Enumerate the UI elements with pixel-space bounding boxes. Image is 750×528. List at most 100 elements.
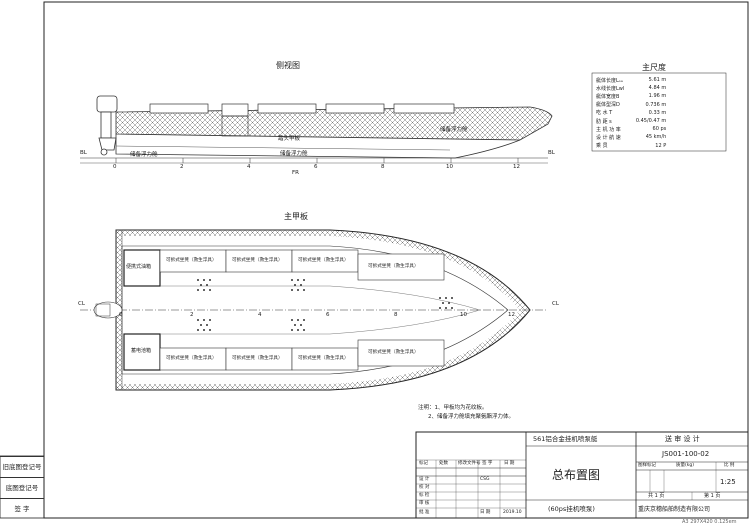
scale-value: 1:25 xyxy=(720,478,736,486)
outboard-motor xyxy=(96,95,118,156)
seat-top-4: 可拆式坐凳（救生浮具） xyxy=(368,264,419,269)
note-line-1: 注明：1、甲板均为花纹板。 xyxy=(418,405,488,411)
dim-label: 艇体型深D xyxy=(596,102,620,109)
station-unit-label: FR xyxy=(292,170,299,176)
dim-label: 水线长度Lwl xyxy=(596,85,625,92)
stage-mark-label: 图样标记 xyxy=(638,463,656,468)
mass-label: 质量(kg) xyxy=(676,463,694,468)
design-code: CSG xyxy=(480,477,490,482)
dim-row: 肋 距 s 0.45/0.47 m xyxy=(594,117,668,125)
buoyancy-label-3: 储备浮力舱 xyxy=(280,151,308,157)
date-label: 日 期 xyxy=(480,510,491,515)
battery-box xyxy=(123,333,161,371)
side-view-title: 侧视图 xyxy=(276,61,300,70)
dim-label: 艇体宽度B xyxy=(596,93,620,100)
deck-board-label: 踏头甲板 xyxy=(278,136,301,142)
dim-value: 5.61 m xyxy=(648,77,667,84)
role-check: 校 对 xyxy=(419,485,430,490)
buoyancy-label-2: 储备浮力舱 xyxy=(130,152,158,158)
dim-label: 设 计 航 速 xyxy=(596,134,621,141)
drawing-title: 总布置图 xyxy=(552,468,601,482)
cl-right-label: CL xyxy=(552,301,559,307)
design-stage: 送 审 设 计 xyxy=(665,435,700,443)
side-station-2: 2 xyxy=(180,164,184,170)
dim-row: 艇体宽度B 1.96 m xyxy=(594,92,668,100)
fuel-tank-label: 便携式油箱 xyxy=(126,264,152,270)
role-standard: 标 检 xyxy=(419,493,430,498)
dim-value: 60 ps xyxy=(652,126,667,133)
side-station-12: 12 xyxy=(513,164,520,170)
deck-station-2: 2 xyxy=(190,312,194,318)
cl-left-label: CL xyxy=(78,301,85,307)
dim-value: 1.96 m xyxy=(648,93,667,100)
role-design: 设 计 xyxy=(419,477,430,482)
dim-row: 艇体长度Lₒₐ 5.61 m xyxy=(594,76,668,84)
fuel-tank xyxy=(123,249,161,287)
side-station-8: 8 xyxy=(381,164,385,170)
deck-station-12: 12 xyxy=(508,312,515,318)
bl-right-label: BL xyxy=(548,150,555,156)
dim-row: 吃 水 T 0.33 m xyxy=(594,109,668,117)
stamp-register: 底图登记号 xyxy=(0,477,44,498)
deck-station-8: 8 xyxy=(394,312,398,318)
dim-row: 乘 员 12 P xyxy=(594,142,668,150)
side-station-0: 0 xyxy=(113,164,117,170)
buoyancy-label-1: 储备浮力舱 xyxy=(440,127,468,133)
stamp-old-register: 旧底图登记号 xyxy=(0,456,44,477)
deck-station-6: 6 xyxy=(326,312,330,318)
bl-left-label: BL xyxy=(80,150,87,156)
dim-value: 4.84 m xyxy=(648,85,667,92)
company-name: 重庆京穗船舶制造有限公司 xyxy=(638,506,711,513)
dim-row: 艇体型深D 0.736 m xyxy=(594,101,668,109)
sheet-size-label: A3 297X420 0.125em xyxy=(682,519,737,525)
dim-row: 设 计 航 速 45 km/h xyxy=(594,133,668,141)
drain-dots xyxy=(197,279,453,331)
battery-box-label: 蓄电池箱 xyxy=(131,348,152,354)
dim-label: 吃 水 T xyxy=(596,110,613,117)
side-station-4: 4 xyxy=(247,164,251,170)
drawing-subtitle: (60ps挂机喷泵) xyxy=(548,505,595,513)
dim-row: 水线长度Lwl 4.84 m xyxy=(594,84,668,92)
sig-header-file: 修改文件号 xyxy=(458,461,481,466)
approve-label: 批 准 xyxy=(419,510,430,515)
seat-top-2: 可拆式坐凳（救生浮具） xyxy=(232,258,283,263)
stamp-signature: 签 字 xyxy=(0,498,44,519)
dim-label: 乘 员 xyxy=(596,143,608,150)
seat-bottom-4: 可拆式坐凳（救生浮具） xyxy=(368,350,419,355)
deck-station-0: 0 xyxy=(119,312,123,318)
dim-value: 0.736 m xyxy=(645,101,667,108)
deck-station-10: 10 xyxy=(460,312,467,318)
role-review: 审 核 xyxy=(419,501,430,506)
main-deck-title: 主甲板 xyxy=(284,212,308,221)
drawing-number: JS001-100-02 xyxy=(662,450,710,458)
dim-value: 12 P xyxy=(655,142,667,149)
seat-bottom-3: 可拆式坐凳（救生浮具） xyxy=(298,356,349,361)
side-seats xyxy=(149,103,455,117)
seat-bottom-1: 可拆式坐凳（救生浮具） xyxy=(166,356,217,361)
sig-header-count: 处数 xyxy=(439,461,448,466)
dim-label: 肋 距 s xyxy=(596,118,612,125)
side-station-6: 6 xyxy=(314,164,318,170)
seat-bottom-2: 可拆式坐凳（救生浮具） xyxy=(232,356,283,361)
sig-header-sign: 签 字 xyxy=(482,461,493,466)
date-value: 2019.10 xyxy=(503,510,522,515)
project-name: 561铝合金挂机喷泵艇 xyxy=(533,435,598,443)
seat-top-3: 可拆式坐凳（救生浮具） xyxy=(298,258,349,263)
note-line-2: 2、储备浮力舱填充聚氨酯浮力体。 xyxy=(428,414,515,420)
dim-value: 0.45/0.47 m xyxy=(635,118,667,125)
sheet-number: 第 1 页 xyxy=(704,493,721,499)
seat-top-1: 可拆式坐凳（救生浮具） xyxy=(166,258,217,263)
sig-header-date: 日 期 xyxy=(504,461,515,466)
deck-plan xyxy=(80,229,548,391)
dim-label: 艇体长度Lₒₐ xyxy=(596,77,623,84)
deck-station-4: 4 xyxy=(258,312,262,318)
side-view xyxy=(80,95,553,164)
dim-value: 0.33 m xyxy=(648,109,667,116)
side-station-10: 10 xyxy=(446,164,453,170)
dim-value: 45 km/h xyxy=(645,134,667,141)
sig-header-mark: 标记 xyxy=(419,461,428,466)
main-dimensions-title: 主尺度 xyxy=(642,63,666,72)
